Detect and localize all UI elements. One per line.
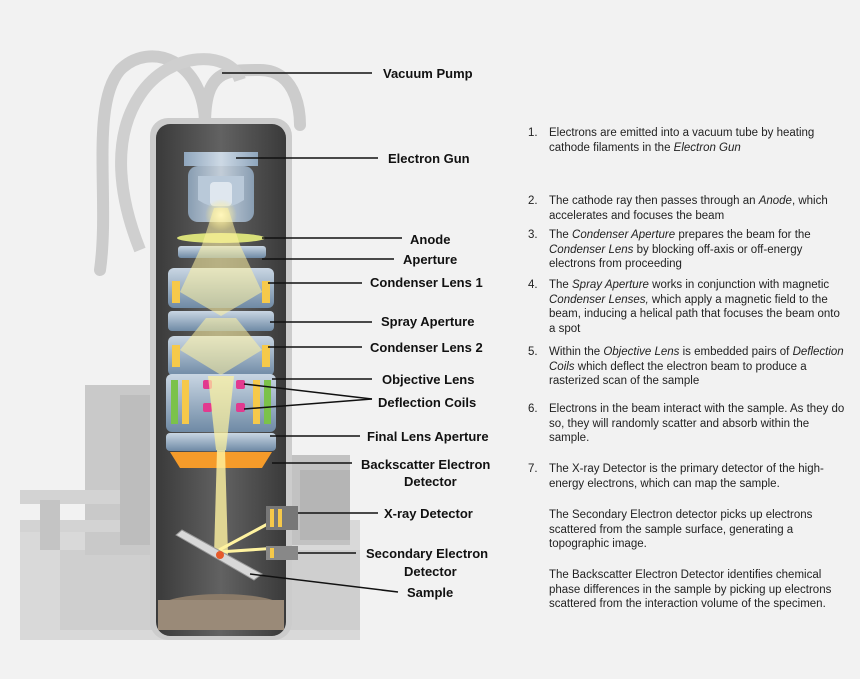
label-electron-gun: Electron Gun	[388, 151, 470, 166]
step-text: The cathode ray then passes through an A…	[549, 195, 828, 222]
step-text: The Backscatter Electron Detector identi…	[549, 569, 832, 610]
step-text: The X-ray Detector is the primary detect…	[549, 463, 824, 490]
step-text: Within the Objective Lens is embedded pa…	[549, 346, 844, 387]
label-spray-aperture: Spray Aperture	[381, 314, 474, 329]
step-text: Electrons in the beam interact with the …	[549, 403, 845, 444]
step-number: 7.	[528, 463, 538, 475]
secondary-detector-unit	[266, 546, 298, 560]
step-number: 4.	[528, 279, 538, 291]
label-aperture: Aperture	[403, 252, 457, 267]
step-number: 1.	[528, 127, 538, 139]
leader-lines	[222, 72, 402, 593]
label-objective-lens: Objective Lens	[382, 372, 474, 387]
xray-detector-unit	[266, 506, 298, 530]
label-final-lens-aperture: Final Lens Aperture	[367, 429, 489, 444]
vacuum-pump-hose	[94, 50, 306, 276]
electron-beam	[180, 199, 279, 555]
label-condenser-lens-2: Condenser Lens 2	[370, 340, 483, 355]
label-vacuum-pump: Vacuum Pump	[383, 66, 473, 81]
label-deflection-coils: Deflection Coils	[378, 395, 476, 410]
step-number: 6.	[528, 403, 538, 415]
label-sample: Sample	[407, 585, 453, 600]
step-number: 5.	[528, 346, 538, 358]
label-backscatter-detector-line2: Detector	[404, 474, 457, 489]
step-text: The Spray Aperture works in conjunction …	[549, 279, 840, 335]
label-secondary-detector-line1: Secondary Electron	[366, 546, 488, 561]
label-secondary-detector-line2: Detector	[404, 564, 457, 579]
label-xray-detector: X-ray Detector	[384, 506, 473, 521]
label-condenser-lens-1: Condenser Lens 1	[370, 275, 483, 290]
step-text: The Secondary Electron detector picks up…	[549, 509, 813, 550]
step-text: Electrons are emitted into a vacuum tube…	[549, 127, 815, 154]
step-number: 3.	[528, 229, 538, 241]
label-anode: Anode	[410, 232, 450, 247]
step-text: The Condenser Aperture prepares the beam…	[549, 229, 811, 270]
step-number: 2.	[528, 195, 538, 207]
label-backscatter-detector-line1: Backscatter Electron	[361, 457, 490, 472]
